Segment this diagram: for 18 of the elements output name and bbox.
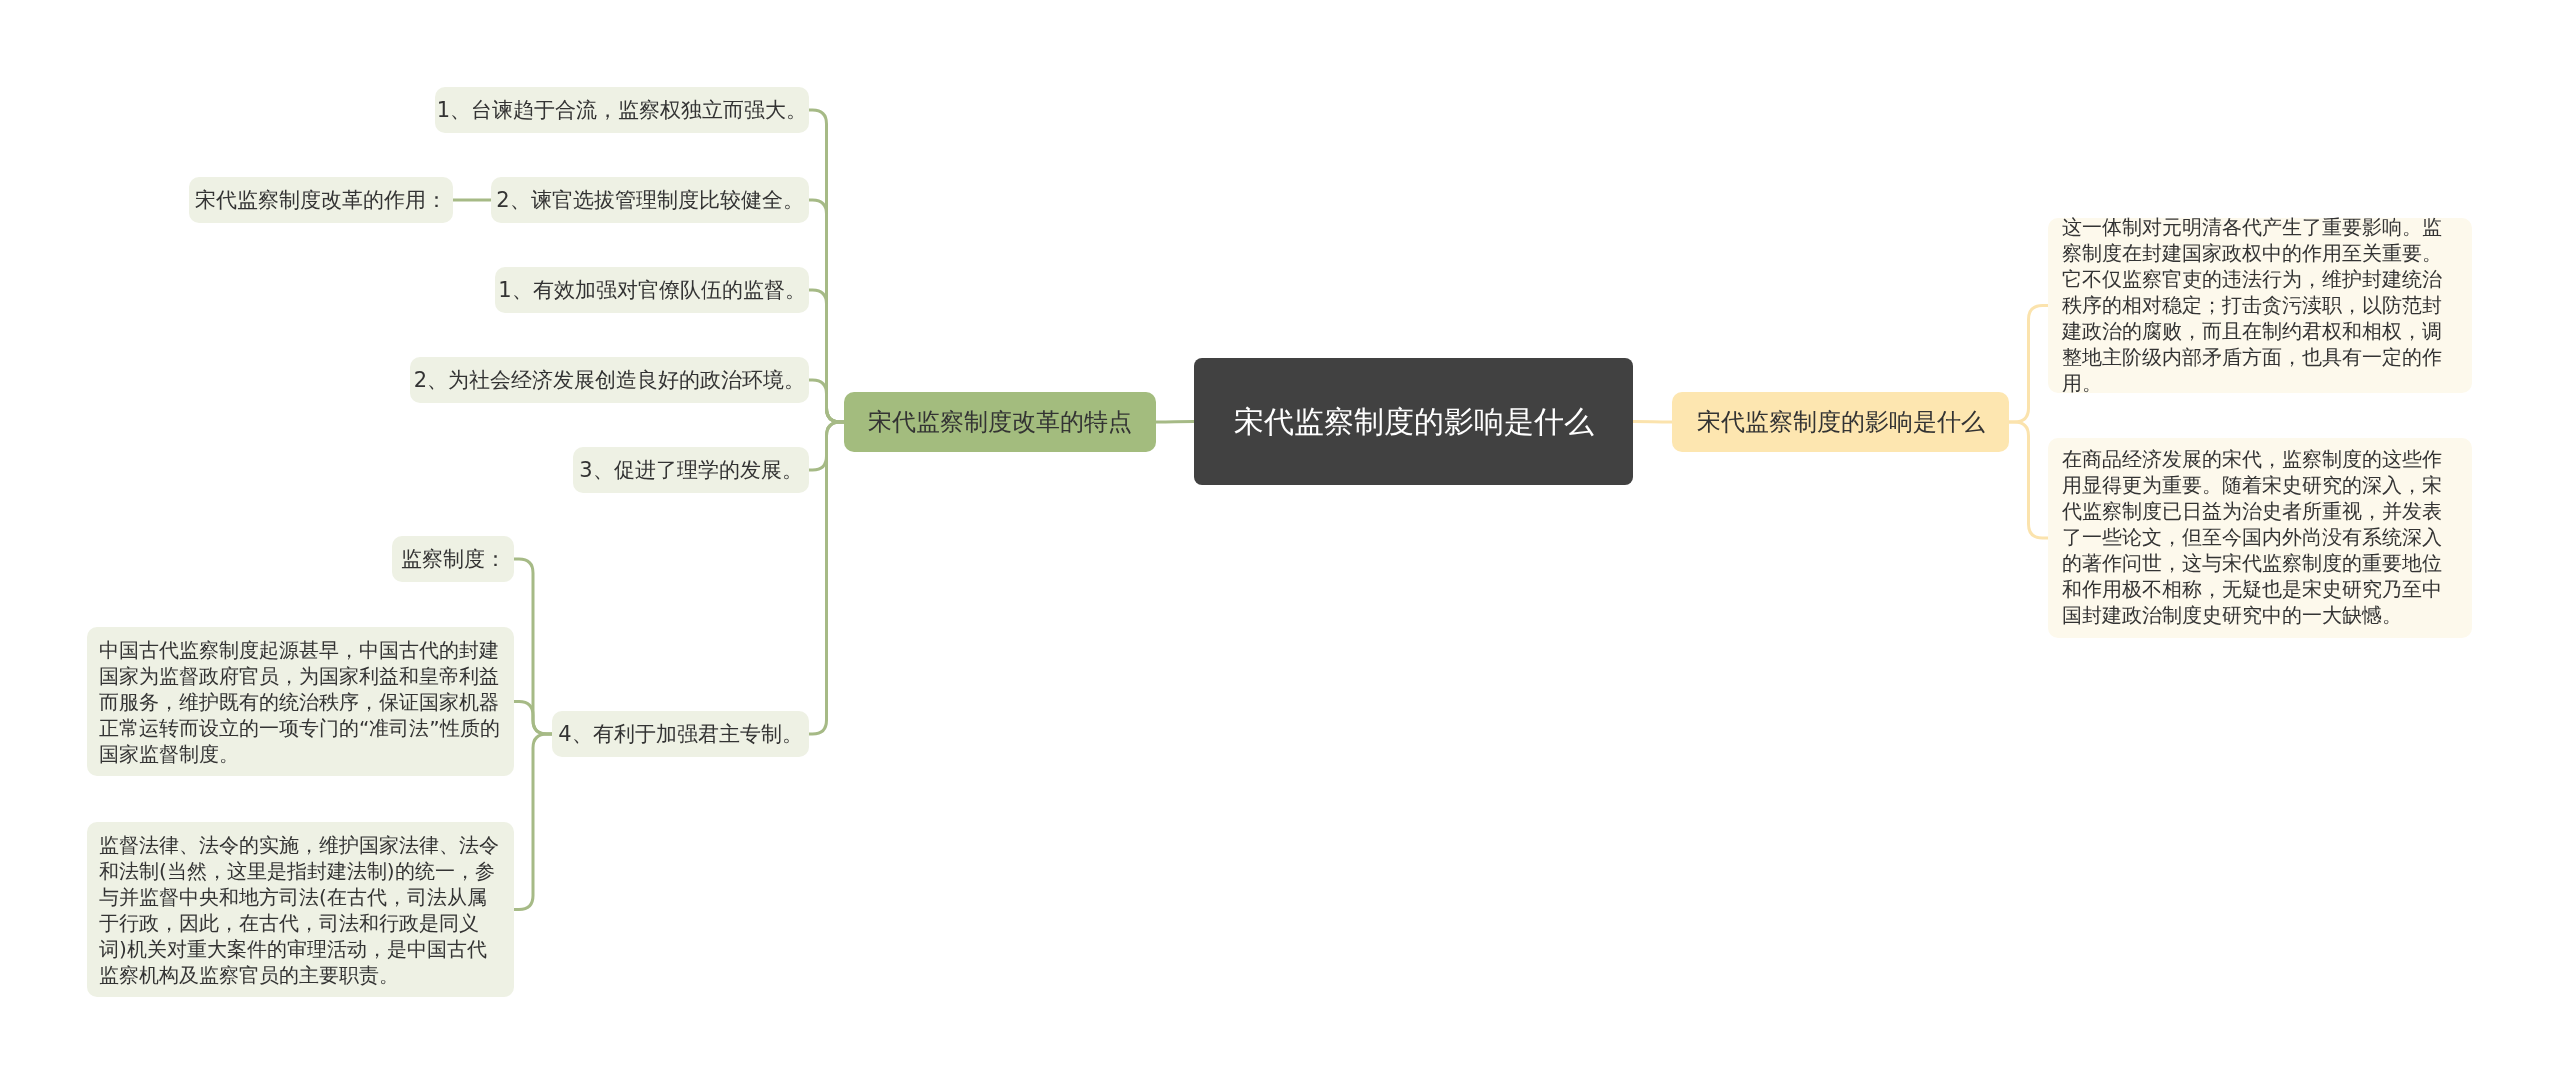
- text-box: 中国古代监察制度起源甚早，中国古代的封建国家为监督政府官员，为国家利益和皇帝利益而服务，维护既有的统治秩序，保证国家机器正常运转而设立的一项专门的“准司法”性质的国家监督制度。: [87, 627, 514, 776]
- topic-box: 4、有利于加强君主专制。: [552, 711, 809, 757]
- branch-topic-box: 宋代监察制度改革的特点: [844, 392, 1156, 452]
- branch-topic-box: 宋代监察制度的影响是什么: [1672, 392, 2009, 452]
- text-box: 这一体制对元明清各代产生了重要影响。监察制度在封建国家政权中的作用至关重要。它不仅监察官吏的违法行为，维护封建统治秩序的相对稳定；打击贪污渎职，以防范封建政治的腐败，而且在制约君权和相权，调整地主阶级内部矛盾方面，也具有一定的作用。: [2048, 218, 2472, 393]
- central-topic-box: 宋代监察制度的影响是什么: [1194, 358, 1633, 485]
- topic-box: 1、台谏趋于合流，监察权独立而强大。: [435, 87, 809, 133]
- topic-box: 2、为社会经济发展创造良好的政治环境。: [410, 357, 809, 403]
- text-box: 在商品经济发展的宋代，监察制度的这些作用显得更为重要。随着宋史研究的深入，宋代监察制度已日益为治史者所重视，并发表了一些论文，但至今国内外尚没有系统深入的著作问世，这与宋代监察制度的重要地位和作用极不相称，无疑也是宋史研究乃至中国封建政治制度史研究中的一大缺憾。: [2048, 438, 2472, 638]
- topic-box: 2、谏官选拔管理制度比较健全。: [491, 177, 809, 223]
- text-box: 监督法律、法令的实施，维护国家法律、法令和法制(当然，这里是指封建法制)的统一，参与并监督中央和地方司法(在古代，司法从属于行政，因此，在古代，司法和行政是同义词)机关对重大案件的审理活动，是中国古代监察机构及监察官员的主要职责。: [87, 822, 514, 997]
- connector-line: [1156, 420, 1194, 424]
- topic-box: 宋代监察制度改革的作用：: [189, 177, 453, 223]
- topic-box: 1、有效加强对官僚队伍的监督。: [495, 267, 809, 313]
- connector-line: [453, 198, 491, 202]
- topic-box: 监察制度：: [392, 536, 514, 582]
- connector-line: [1633, 420, 1672, 424]
- topic-box: 3、促进了理学的发展。: [573, 447, 809, 493]
